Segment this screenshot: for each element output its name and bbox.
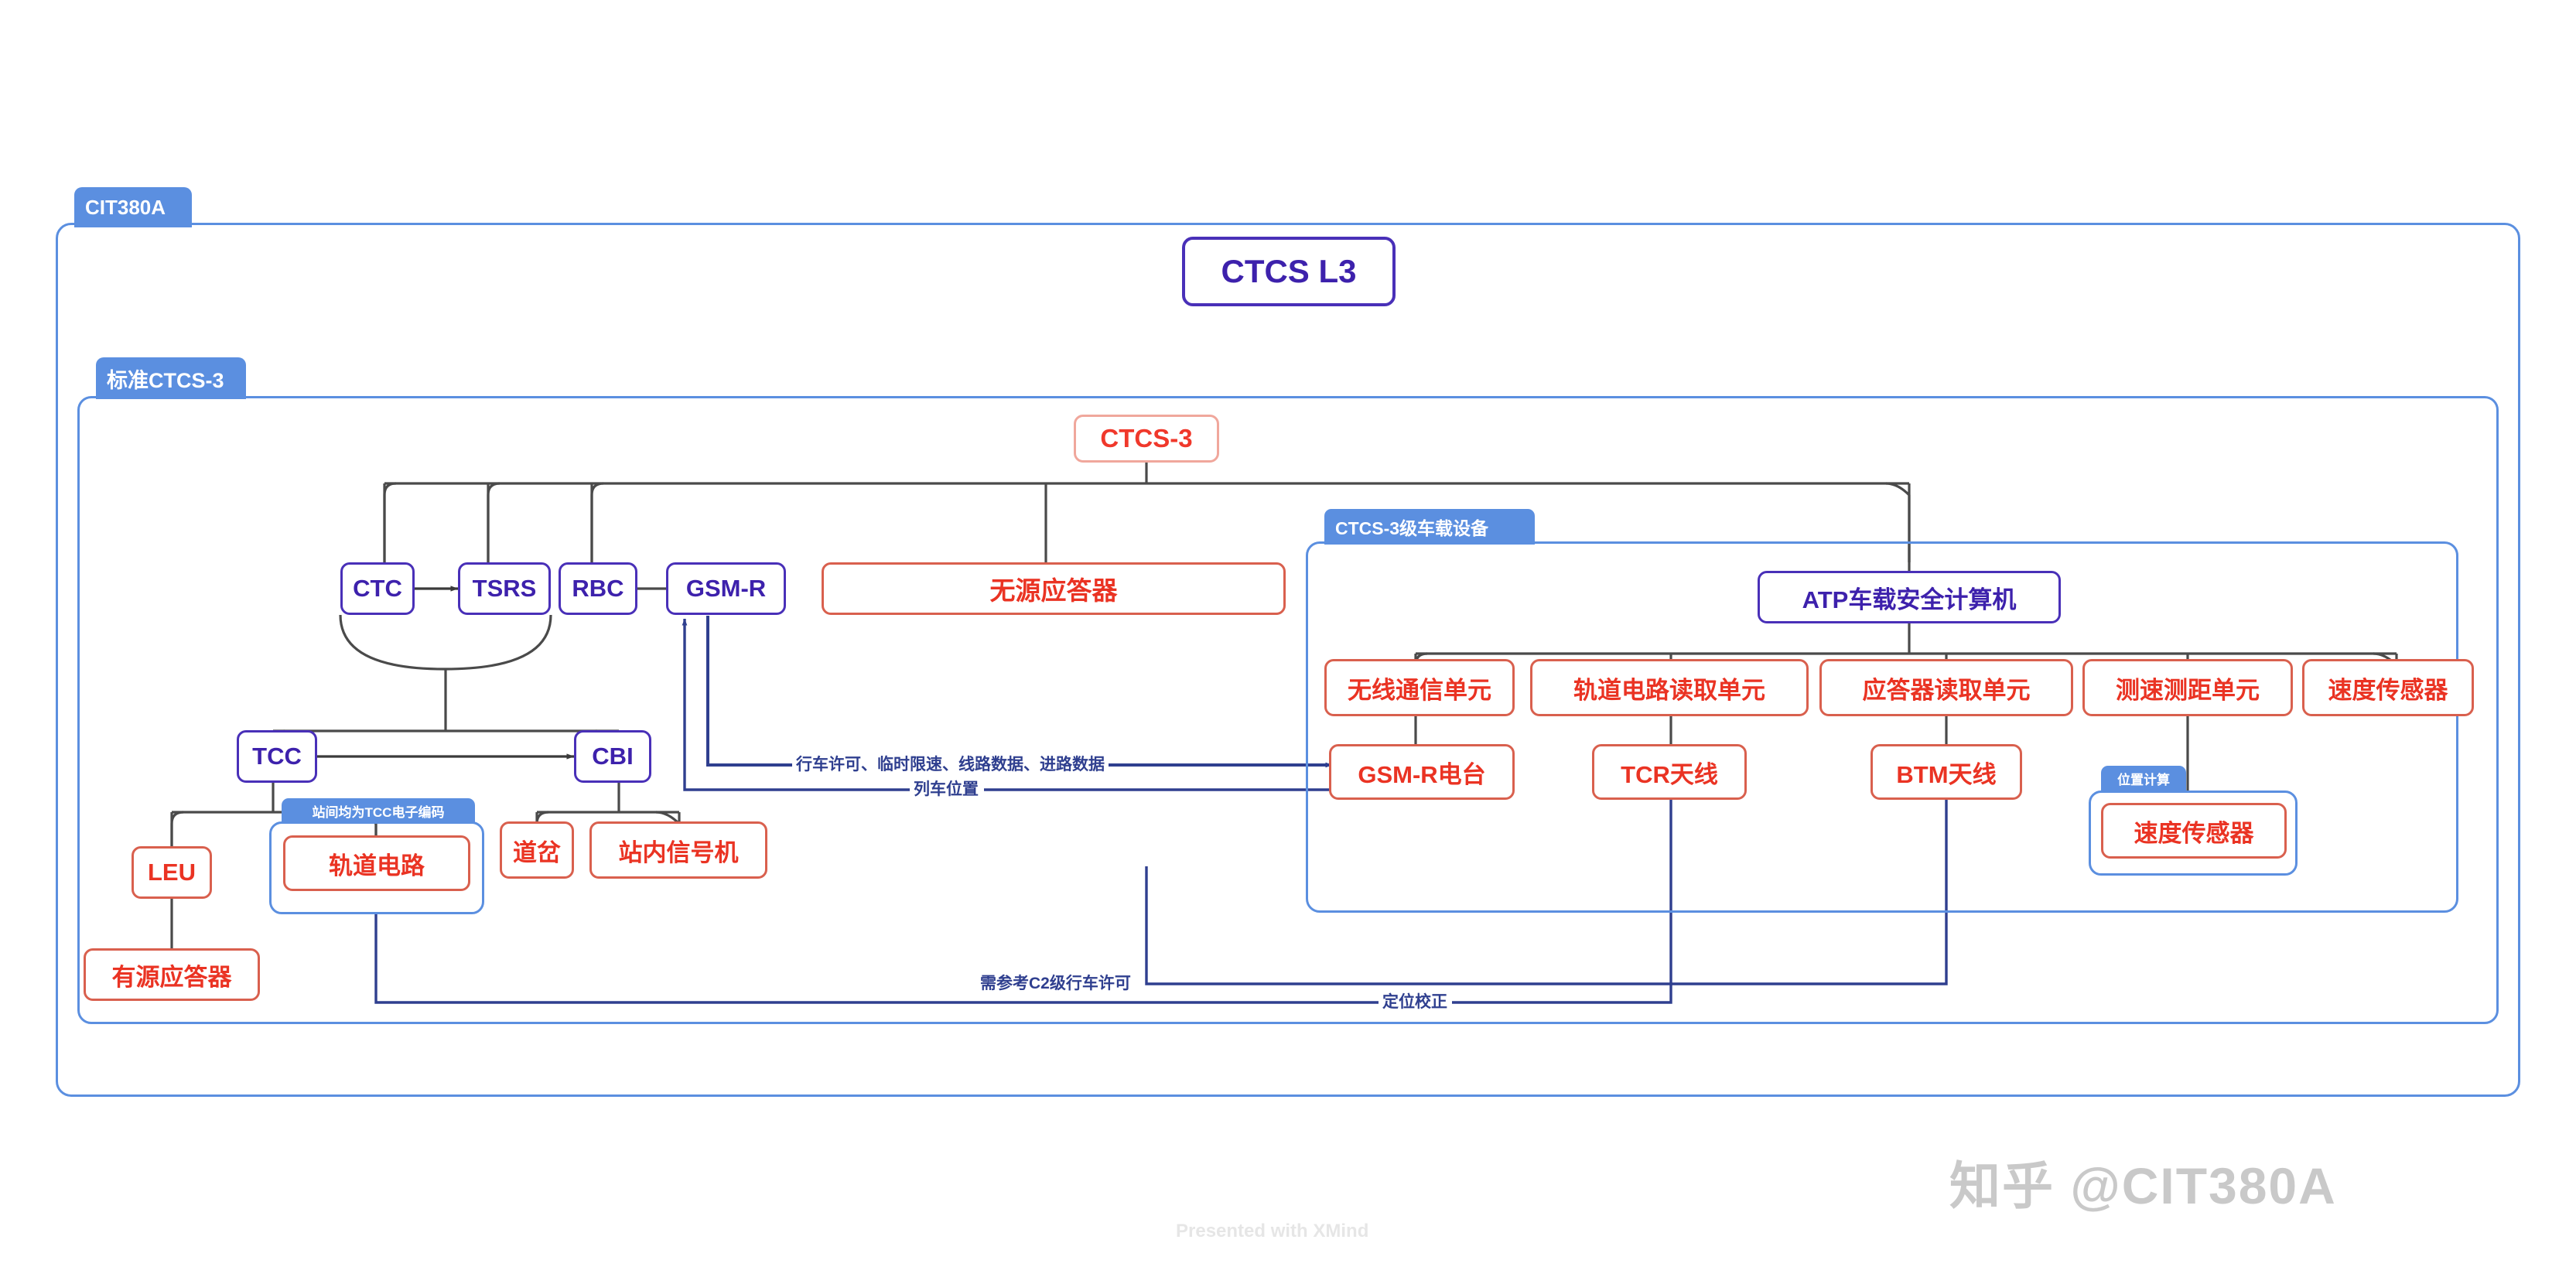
node-gsm-r-radio[interactable]: GSM-R电台: [1329, 744, 1515, 800]
group-onboard-equipment: [1306, 541, 2458, 913]
node-track-circuit-reader-label: 轨道电路读取单元: [1573, 676, 1765, 704]
node-tsrs-label: TSRS: [472, 575, 537, 602]
node-speed-sensor-unit-label: 速度传感器: [2328, 676, 2448, 704]
node-station-signal[interactable]: 站内信号机: [589, 821, 767, 879]
node-ctcs-3-label: CTCS-3: [1100, 424, 1193, 452]
node-ctc[interactable]: CTC: [340, 562, 415, 615]
node-tcr-antenna[interactable]: TCR天线: [1592, 744, 1747, 800]
node-leu[interactable]: LEU: [132, 846, 212, 899]
group-tab-track-circuit-label: 站间均为TCC电子编码: [312, 804, 445, 820]
node-passive-balise[interactable]: 无源应答器: [822, 562, 1286, 615]
node-track-circuit-reader[interactable]: 轨道电路读取单元: [1530, 659, 1809, 716]
edge-label-movement-authority: 行车许可、临时限速、线路数据、进路数据: [792, 753, 1109, 777]
node-odometry-unit[interactable]: 测速测距单元: [2082, 659, 2293, 716]
node-passive-balise-label: 无源应答器: [989, 576, 1118, 605]
node-cbi-label: CBI: [592, 743, 634, 770]
edge-label-movement-authority-text: 行车许可、临时限速、线路数据、进路数据: [796, 756, 1105, 773]
node-wireless-comm-unit[interactable]: 无线通信单元: [1324, 659, 1515, 716]
group-outer-cit380a: [56, 223, 2520, 1097]
node-active-balise-label: 有源应答器: [111, 963, 232, 991]
group-standard-ctcs3: [77, 396, 2499, 1024]
edge-label-position-correction: 定位校正: [1379, 991, 1451, 1014]
node-atp-computer[interactable]: ATP车载安全计算机: [1758, 571, 2061, 623]
edge-label-train-position: 列车位置: [910, 778, 982, 801]
node-cbi[interactable]: CBI: [574, 730, 651, 783]
node-btm-antenna-label: BTM天线: [1896, 760, 1997, 788]
node-switch-label: 道岔: [513, 838, 561, 866]
group-tab-track-circuit: 站间均为TCC电子编码: [282, 798, 475, 823]
group-tab-position-calc-label: 位置计算: [2117, 772, 2170, 787]
watermark-text: 知乎 @CIT380A: [1949, 1157, 2337, 1214]
node-wireless-comm-unit-label: 无线通信单元: [1348, 676, 1491, 704]
node-balise-reader-label: 应答器读取单元: [1862, 676, 2031, 704]
node-gsm-r-label: GSM-R: [685, 575, 767, 602]
node-speed-sensor[interactable]: 速度传感器: [2101, 803, 2287, 859]
node-ctc-label: CTC: [353, 575, 402, 602]
node-ctcs-3[interactable]: CTCS-3: [1074, 415, 1219, 463]
node-balise-reader[interactable]: 应答器读取单元: [1819, 659, 2073, 716]
node-speed-sensor-unit[interactable]: 速度传感器: [2302, 659, 2474, 716]
node-tsrs[interactable]: TSRS: [458, 562, 551, 615]
node-speed-sensor-label: 速度传感器: [2134, 819, 2254, 847]
node-leu-label: LEU: [148, 859, 196, 886]
edge-label-c2-reference: 需参考C2级行车许可: [976, 972, 1135, 995]
group-tab-standard-ctcs3-label: 标准CTCS-3: [107, 368, 224, 392]
footer-xmind-text: Presented with XMind: [1176, 1221, 1369, 1241]
group-tab-standard-ctcs3: 标准CTCS-3: [96, 357, 246, 399]
group-tab-cit380a: CIT380A: [74, 187, 192, 227]
group-position-calc: [2089, 791, 2298, 876]
node-switch[interactable]: 道岔: [500, 821, 574, 879]
group-tab-onboard-equipment-label: CTCS-3级车载设备: [1335, 518, 1489, 538]
node-station-signal-label: 站内信号机: [618, 838, 739, 866]
node-track-circuit[interactable]: 轨道电路: [283, 835, 470, 891]
node-track-circuit-label: 轨道电路: [329, 852, 425, 879]
edge-label-position-correction-text: 定位校正: [1382, 993, 1447, 1011]
node-ctcs-l3[interactable]: CTCS L3: [1182, 237, 1396, 306]
node-rbc[interactable]: RBC: [559, 562, 637, 615]
node-atp-computer-label: ATP车载安全计算机: [1802, 586, 2017, 613]
group-tab-onboard-equipment: CTCS-3级车载设备: [1324, 509, 1535, 545]
node-gsm-r[interactable]: GSM-R: [666, 562, 786, 615]
node-tcr-antenna-label: TCR天线: [1621, 760, 1718, 788]
edge-label-c2-reference-text: 需参考C2级行车许可: [980, 975, 1131, 992]
node-gsm-r-radio-label: GSM-R电台: [1358, 760, 1486, 788]
group-tab-cit380a-label: CIT380A: [85, 195, 166, 219]
node-btm-antenna[interactable]: BTM天线: [1871, 744, 2022, 800]
node-tcc-label: TCC: [252, 743, 302, 770]
node-tcc[interactable]: TCC: [237, 730, 317, 783]
node-odometry-unit-label: 测速测距单元: [2116, 676, 2260, 704]
node-active-balise[interactable]: 有源应答器: [84, 948, 260, 1001]
watermark: 知乎 @CIT380A: [1949, 1145, 2337, 1219]
node-rbc-label: RBC: [572, 575, 624, 602]
node-ctcs-l3-label: CTCS L3: [1221, 253, 1357, 289]
group-tab-position-calc: 位置计算: [2101, 766, 2186, 791]
edge-label-train-position-text: 列车位置: [914, 780, 979, 798]
footer-xmind: Presented with XMind: [1176, 1221, 1368, 1242]
